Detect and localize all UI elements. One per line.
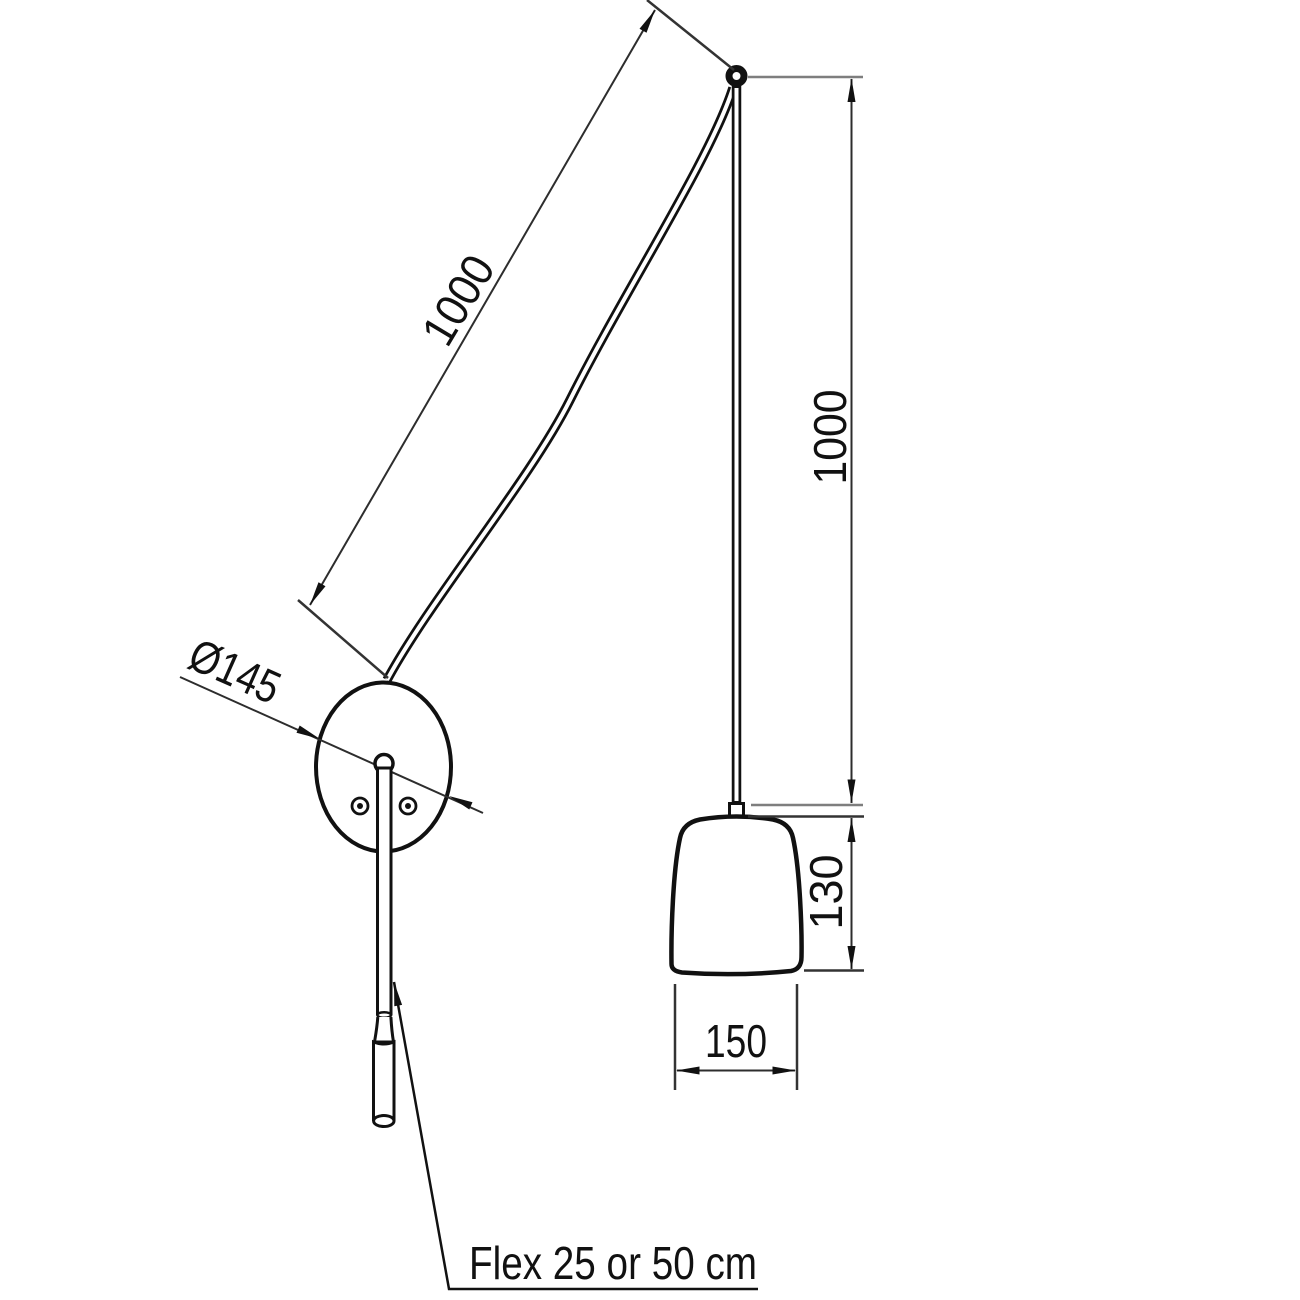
dim-label-cable-length: 1000 <box>411 246 505 354</box>
arrowhead-icon <box>449 796 473 810</box>
dim-label-drop-height: 1000 <box>804 390 856 485</box>
dim-shade-width: 150 <box>673 984 799 1090</box>
rod-collet <box>372 1016 396 1044</box>
flex-arm-assembly <box>372 752 396 1128</box>
leader-flex-note: Flex 25 or 50 cm <box>392 981 758 1291</box>
arrowhead-icon <box>772 1066 796 1075</box>
curved-cable <box>382 86 738 683</box>
arrowhead-icon <box>847 779 856 803</box>
dim-label-shade-height: 130 <box>800 855 852 930</box>
flex-note-label: Flex 25 or 50 cm <box>469 1237 757 1289</box>
arrowhead-icon <box>639 10 655 33</box>
dim-cable-length: 1000 <box>297 0 735 679</box>
flex-tube-bottom-cap <box>372 1114 396 1128</box>
ceiling-hook-ring-icon <box>725 65 748 87</box>
arrowhead-icon <box>676 1066 700 1075</box>
arrowhead-icon <box>394 982 403 1007</box>
rod-end-cap <box>376 1010 393 1020</box>
arrowhead-icon <box>310 582 326 605</box>
arrowhead-icon <box>296 725 320 739</box>
dim-drop-height: 1000 <box>748 75 863 807</box>
arrowhead-icon <box>847 818 856 842</box>
dim-label-shade-width: 150 <box>705 1015 767 1067</box>
dim-shade-height: 130 <box>748 815 864 972</box>
flex-tube-handle <box>372 1039 396 1121</box>
arrowhead-icon <box>847 946 856 970</box>
screw-right-icon <box>398 796 418 816</box>
arrowhead-icon <box>847 78 856 102</box>
lampshade <box>669 814 804 977</box>
screw-left-icon <box>350 796 370 816</box>
flex-rod <box>376 766 393 1016</box>
